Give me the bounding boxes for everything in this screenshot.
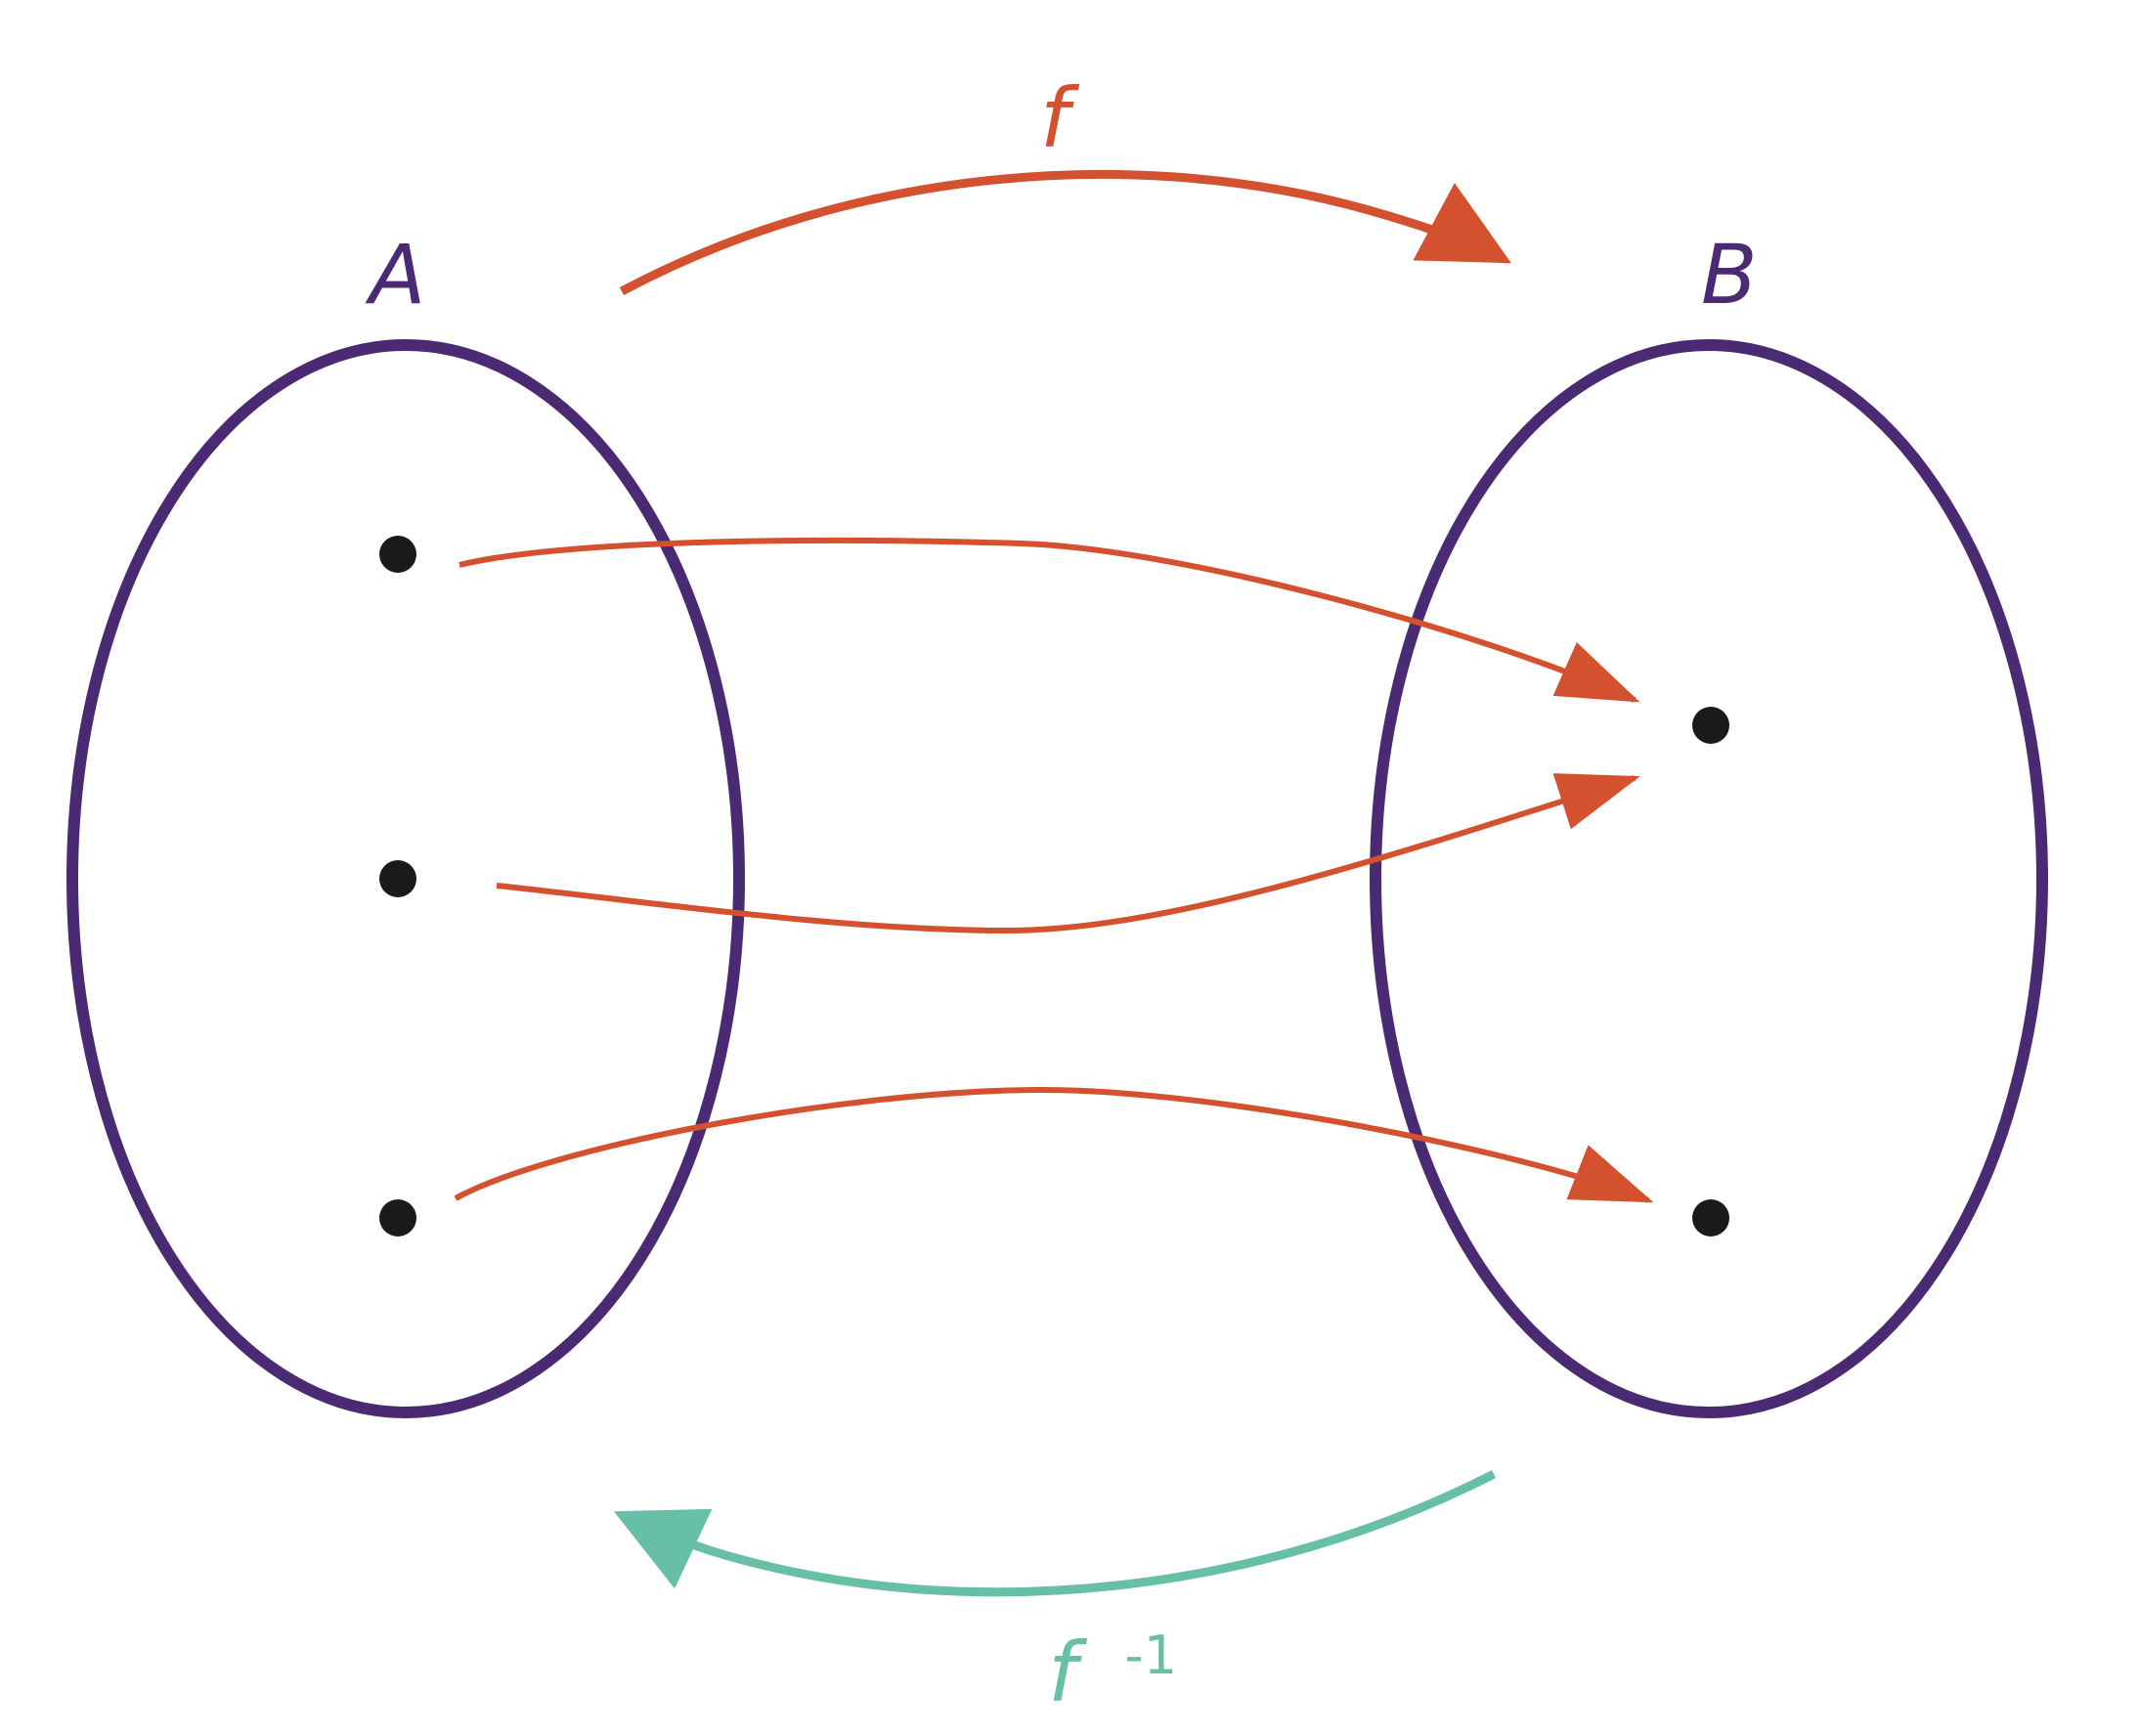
domain-point-1	[379, 536, 416, 573]
domain-point-2	[379, 860, 416, 897]
set-b-label: B	[1701, 227, 1758, 323]
forward-function-arc	[619, 169, 1511, 295]
set-b-ellipse	[1370, 339, 2048, 1418]
set-a-ellipse	[66, 339, 745, 1418]
domain-point-3	[379, 1199, 416, 1237]
set-a-label: A	[365, 227, 425, 323]
mapping-arrow-1	[458, 537, 1640, 703]
inverse-function-letter: f	[1048, 1625, 1088, 1720]
forward-function-label: f	[1040, 70, 1080, 166]
mapping-arrow-2	[496, 773, 1640, 934]
codomain-point-1	[1692, 707, 1729, 744]
inverse-function-arc	[613, 1469, 1497, 1597]
inverse-function-label: f -1	[1048, 1625, 1177, 1720]
mapping-arrow-3	[454, 1086, 1654, 1203]
inverse-function-superscript: -1	[1124, 1625, 1177, 1686]
codomain-point-2	[1692, 1199, 1729, 1237]
